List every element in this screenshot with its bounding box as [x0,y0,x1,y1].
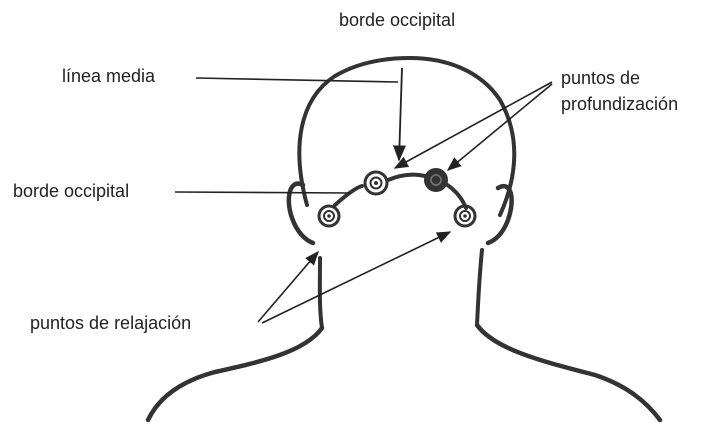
shoulder-right [477,325,660,420]
label-deepening-points: puntos de profundización [561,65,678,117]
relaxation-point-left [319,206,339,226]
relaxation-arrow-right [262,232,450,323]
head-outline [299,58,514,215]
neck-right [477,250,482,325]
midline-arrow [399,68,402,160]
label-top-occipital: borde occipital [339,9,455,31]
shoulder-left [148,328,322,420]
label-deepening-line2: profundización [561,91,678,117]
deepening-point-right [425,169,447,191]
label-deepening-line1: puntos de [561,65,678,91]
deepening-point-left [365,172,387,194]
neck-left [320,258,322,328]
label-left-occipital: borde occipital [13,180,129,202]
label-midline: línea media [62,65,155,87]
left-occipital-leader [175,192,350,193]
relaxation-arrow-left [258,252,318,322]
midline-leader [196,78,398,82]
deepening-arrow-left [395,82,552,168]
label-relaxation-points: puntos de relajación [30,312,191,334]
